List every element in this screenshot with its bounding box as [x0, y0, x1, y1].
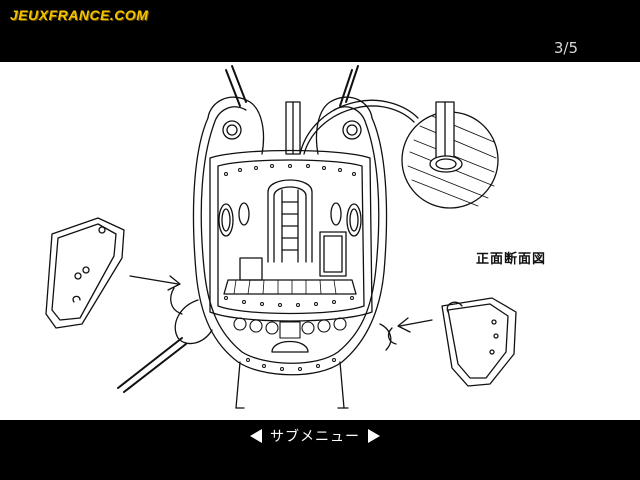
illustration-panel: 正面断面図 [0, 62, 640, 420]
bottom-bar: サブメニュー [0, 420, 640, 480]
cross-section-illustration [45, 65, 517, 409]
submenu-button[interactable]: サブメニュー [270, 429, 360, 445]
triangle-left-icon[interactable] [250, 429, 262, 443]
page-counter: 3/5 [553, 39, 578, 57]
cross-section-caption: 正面断面図 [476, 252, 547, 267]
top-bar: JEUXFRANCE.COM 3/5 [0, 0, 640, 62]
site-logo: JEUXFRANCE.COM [10, 7, 149, 23]
triangle-right-icon[interactable] [368, 429, 380, 443]
submenu-nav: サブメニュー [250, 424, 380, 448]
